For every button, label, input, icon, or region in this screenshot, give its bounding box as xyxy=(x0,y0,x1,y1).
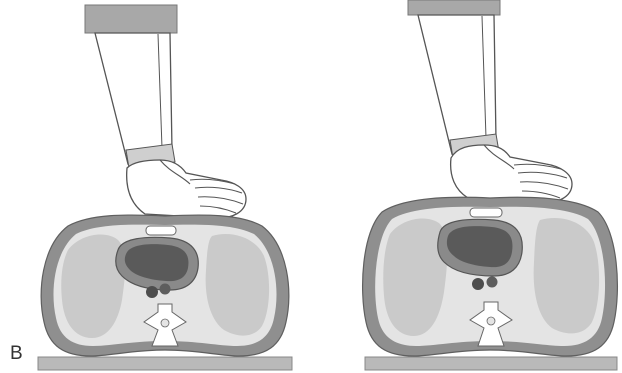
panel-left xyxy=(38,5,292,370)
aorta-left xyxy=(146,286,158,298)
sternum-right xyxy=(470,208,502,217)
panel-right xyxy=(363,0,618,370)
aorta-right xyxy=(472,278,484,290)
lung-left-side-right xyxy=(534,218,599,333)
esophagus-right xyxy=(487,277,498,288)
sleeve-right xyxy=(408,0,500,15)
sternum-left xyxy=(146,226,176,235)
spinal-canal-right xyxy=(487,317,495,325)
panel-letter: B xyxy=(10,344,23,363)
sleeve-left xyxy=(85,5,177,33)
table-surface-right xyxy=(365,357,617,370)
table-surface-left xyxy=(38,357,292,370)
spinal-canal-left xyxy=(161,319,169,327)
esophagus-left xyxy=(160,284,171,295)
